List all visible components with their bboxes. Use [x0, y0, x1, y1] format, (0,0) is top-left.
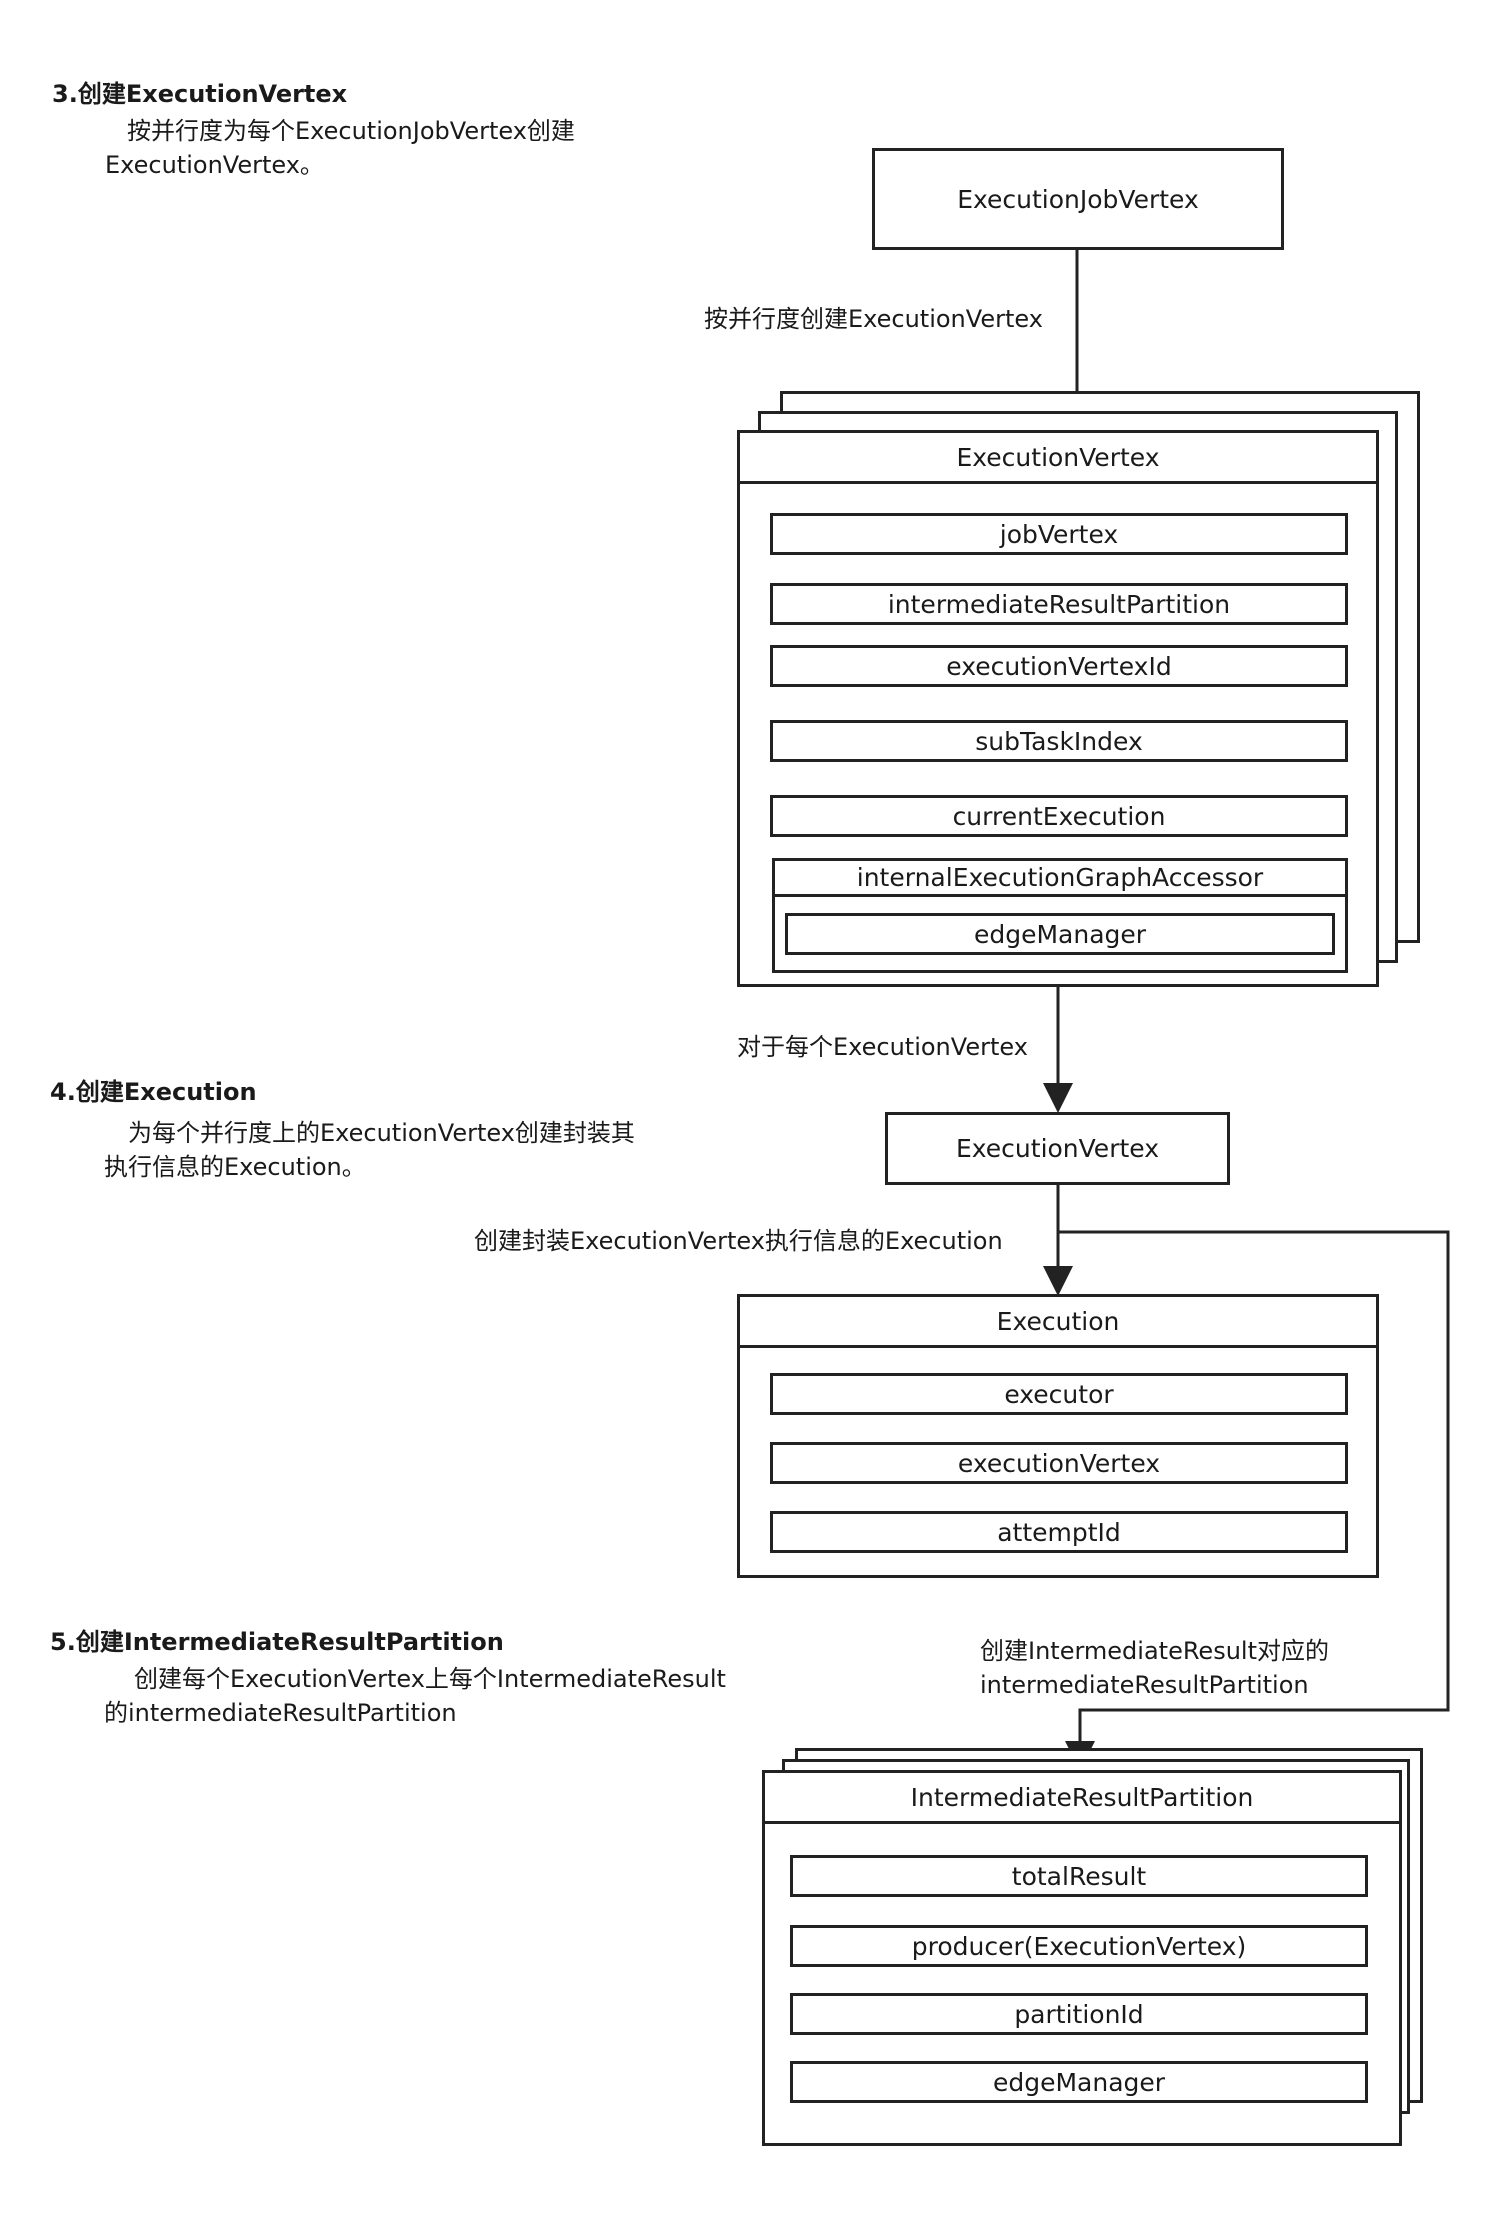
nested-graph-accessor-title: internalExecutionGraphAccessor	[775, 861, 1345, 897]
field-current-execution: currentExecution	[770, 795, 1348, 837]
execution-class-title: Execution	[740, 1297, 1376, 1348]
field-intermediate-result-partition: intermediateResultPartition	[770, 583, 1348, 625]
nested-graph-accessor: internalExecutionGraphAccessor edgeManag…	[772, 858, 1348, 973]
field-executor: executor	[770, 1373, 1348, 1415]
execution-vertex-node: ExecutionVertex	[885, 1112, 1230, 1185]
edge-label-create-irp: 创建IntermediateResult对应的 intermediateResu…	[980, 1637, 1329, 1699]
field-total-result: totalResult	[790, 1855, 1368, 1897]
execution-vertex-class: ExecutionVertex jobVertex intermediateRe…	[737, 430, 1379, 987]
execution-job-vertex-label: ExecutionJobVertex	[957, 184, 1199, 214]
section-desc-create-execution: 为每个并行度上的ExecutionVertex创建封装其 执行信息的Execut…	[104, 1119, 635, 1181]
field-partition-id: partitionId	[790, 1993, 1368, 2035]
field-job-vertex: jobVertex	[770, 513, 1348, 555]
section-title-create-execution: 4.创建Execution	[50, 1078, 257, 1106]
section-title-create-irp: 5.创建IntermediateResultPartition	[50, 1628, 504, 1656]
irp-class-title: IntermediateResultPartition	[765, 1773, 1399, 1824]
edge-label-create-vertex: 按并行度创建ExecutionVertex	[704, 305, 1043, 333]
section-desc-create-execution-vertex: 按并行度为每个ExecutionJobVertex创建 ExecutionVer…	[105, 117, 575, 179]
field-attempt-id: attemptId	[770, 1511, 1348, 1553]
irp-class: IntermediateResultPartition totalResult …	[762, 1770, 1402, 2146]
field-execution-vertex-id: executionVertexId	[770, 645, 1348, 687]
section-desc-create-irp: 创建每个ExecutionVertex上每个IntermediateResult…	[104, 1665, 726, 1727]
execution-vertex-label: ExecutionVertex	[955, 1134, 1160, 1163]
arrow-single-vertex-to-irp	[1058, 1230, 1450, 1771]
execution-class: Execution executor executionVertex attem…	[737, 1294, 1379, 1578]
execution-vertex-class-title: ExecutionVertex	[740, 433, 1376, 484]
edge-label-for-each-vertex: 对于每个ExecutionVertex	[737, 1033, 1028, 1061]
field-producer: producer(ExecutionVertex)	[790, 1925, 1368, 1967]
field-sub-task-index: subTaskIndex	[770, 720, 1348, 762]
field-edge-manager: edgeManager	[785, 913, 1335, 955]
edge-label-create-execution: 创建封装ExecutionVertex执行信息的Execution	[474, 1227, 1003, 1255]
field-irp-edge-manager: edgeManager	[790, 2061, 1368, 2103]
execution-job-vertex-node: ExecutionJobVertex	[872, 148, 1284, 250]
section-title-create-execution-vertex: 3.创建ExecutionVertex	[52, 80, 348, 108]
field-execution-vertex: executionVertex	[770, 1442, 1348, 1484]
